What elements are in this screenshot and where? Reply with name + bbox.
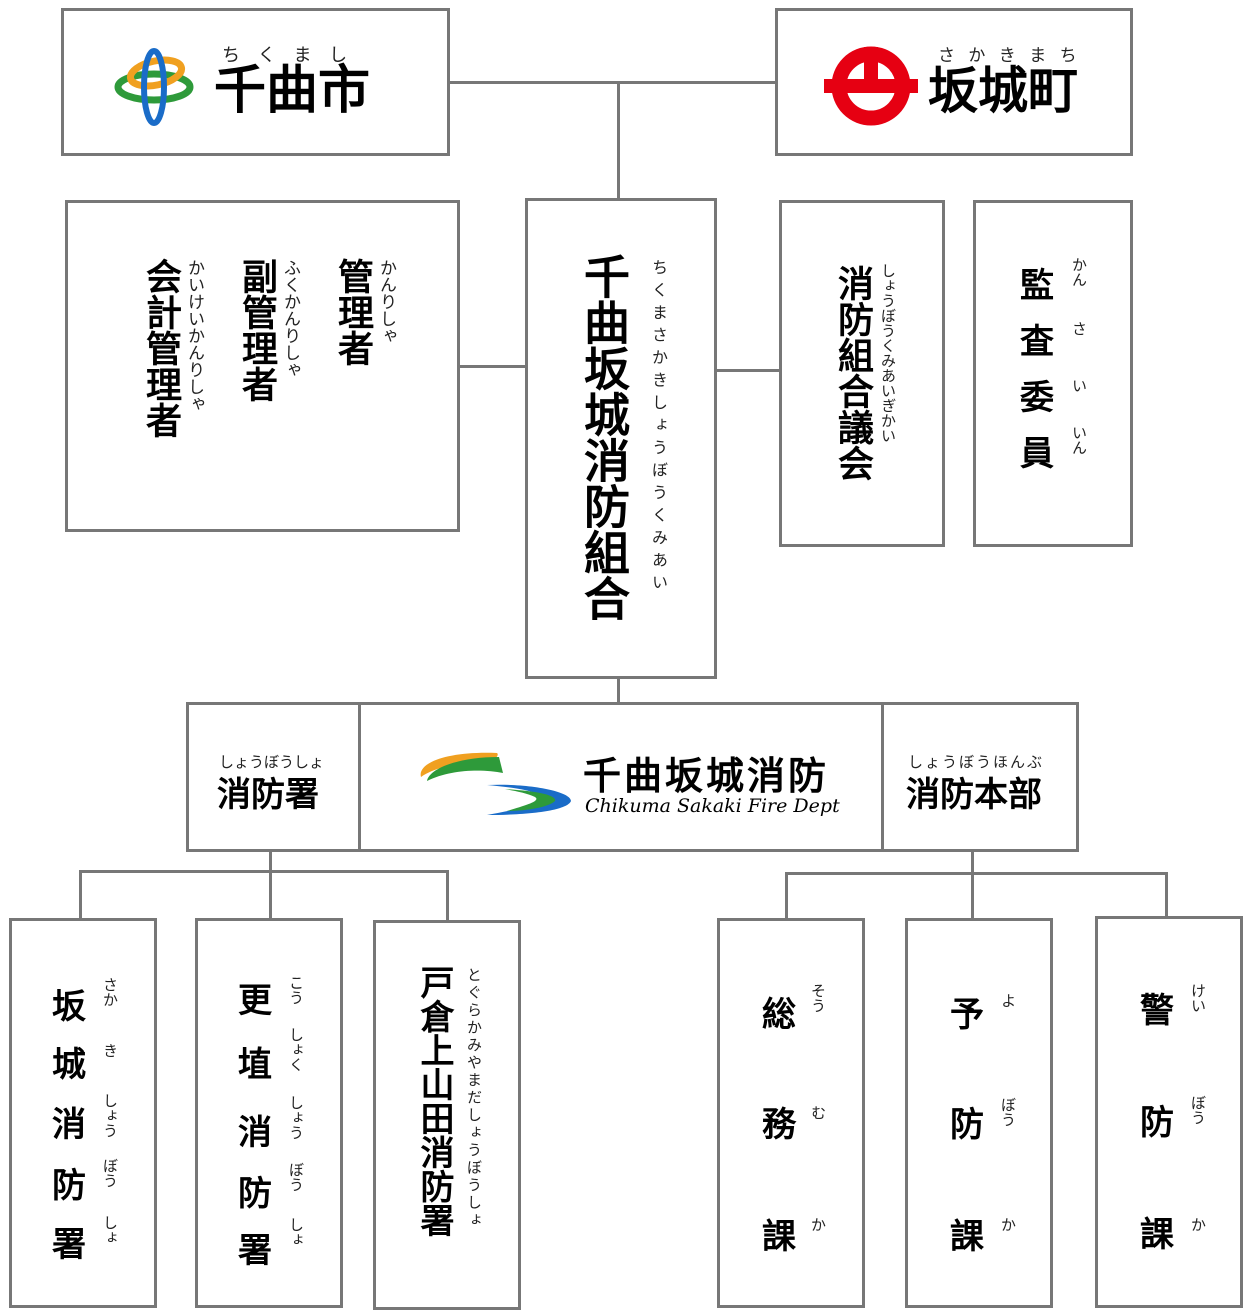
prevention-char: 防 (950, 1105, 984, 1145)
auditor-char: 監 (1020, 266, 1054, 306)
chikuma-city-name: 千曲市 (214, 61, 371, 121)
fire-hq-reading: しょうぼうほんぶ (908, 753, 1045, 771)
accounting-manager-reading: かいけいかんりしゃ (184, 259, 204, 412)
sakaki-station-char: 坂 (52, 987, 86, 1027)
general-affairs-box: 総 務 課 そう む か (717, 918, 865, 1308)
managers-box: 管理者 かんりしゃ 副管理者 ふくかんりしゃ 会計管理者 かいけいかんりしゃ (65, 200, 460, 532)
koshoku-station-reading: しょ (287, 1217, 305, 1247)
koshoku-station-reading: こう (287, 975, 305, 1005)
auditor-char: 員 (1020, 434, 1054, 474)
auditor-reading: さ (1070, 321, 1088, 336)
sakaki-town-name: 坂城町 (928, 62, 1078, 120)
connector-station-1 (79, 870, 82, 920)
union-name: 千曲坂城消防組合 (577, 253, 631, 621)
general-affairs-reading: む (809, 1105, 827, 1120)
koshoku-station-reading: ぼう (287, 1162, 305, 1192)
sakaki-station-reading: ぼう (101, 1158, 119, 1188)
fire-defense-reading: か (1189, 1217, 1207, 1232)
general-affairs-reading: か (809, 1217, 827, 1232)
union-box: 千曲坂城消防組合 ちくまさかきしょうぼうくみあい (525, 198, 717, 679)
assembly-box: 消防組合議会 しょうぼうくみあいぎかい (779, 200, 945, 547)
togura-station-name: 戸倉上山田消防署 (414, 965, 454, 1237)
prevention-reading: よ (999, 993, 1017, 1008)
koshoku-station-char: 消 (238, 1113, 272, 1153)
sakaki-station-char: 城 (52, 1045, 86, 1085)
fire-dept-swoosh-icon (420, 752, 571, 815)
sakaki-station-reading: き (101, 1043, 119, 1058)
auditor-reading: かん (1070, 257, 1088, 287)
fire-hq-label: 消防本部 (906, 775, 1042, 815)
sakaki-town-reading: さ か き ま ち (938, 46, 1081, 66)
fire-defense-reading: けい (1189, 983, 1207, 1013)
prevention-char: 予 (950, 995, 984, 1035)
connector-section-3 (1165, 872, 1168, 917)
sakaki-station-reading: しょ (101, 1215, 119, 1245)
union-reading: ちくまさかきしょうぼうくみあい (649, 259, 668, 597)
connector-assembly (715, 369, 780, 372)
auditor-reading: いん (1070, 425, 1088, 455)
auditor-char: 委 (1020, 378, 1054, 418)
chikuma-city-logo-icon (114, 48, 194, 126)
sakaki-station-box: 坂 城 消 防 署 さか き しょう ぼう しょ (9, 918, 157, 1308)
sakaki-station-char: 署 (52, 1225, 86, 1265)
togura-station-box: 戸倉上山田消防署 とぐらかみやまだしょうぼうしょ (373, 920, 521, 1310)
fire-stations-box: しょうぼうしょ 消防署 (186, 702, 361, 852)
koshoku-station-char: 署 (238, 1231, 272, 1271)
fire-defense-char: 防 (1140, 1103, 1174, 1143)
connector-section-1 (785, 872, 788, 920)
accounting-manager-name: 会計管理者 (140, 258, 181, 438)
koshoku-station-char: 更 (238, 981, 272, 1021)
sakaki-station-char: 防 (52, 1166, 86, 1206)
togura-station-reading: とぐらかみやまだしょうぼうしょ (465, 967, 483, 1230)
deputy-manager-reading: ふくかんりしゃ (280, 259, 300, 378)
manager-reading: かんりしゃ (376, 259, 396, 344)
auditor-char: 査 (1020, 322, 1054, 362)
auditor-reading: い (1070, 378, 1088, 393)
assembly-reading: しょうぼうくみあいぎかい (879, 263, 897, 443)
general-affairs-char: 総 (762, 995, 796, 1035)
fire-stations-label: 消防署 (217, 775, 319, 815)
fire-dept-logo-box: 千曲坂城消防 Chikuma Sakaki Fire Dept (358, 702, 884, 852)
fire-defense-box: 警 防 課 けい ぼう か (1095, 916, 1243, 1308)
chikuma-city-box: ち く ま し 千曲市 (61, 8, 450, 156)
prevention-reading: か (999, 1217, 1017, 1232)
fire-defense-reading: ぼう (1189, 1095, 1207, 1125)
prevention-box: 予 防 課 よ ぼう か (905, 918, 1053, 1308)
connector-union-to-dept (617, 677, 620, 704)
auditor-box: 監 査 委 員 かん さ い いん (973, 200, 1133, 547)
sakaki-station-reading: しょう (101, 1093, 119, 1138)
koshoku-station-char: 埴 (238, 1045, 272, 1085)
deputy-manager-name: 副管理者 (236, 258, 277, 402)
sakaki-station-char: 消 (52, 1105, 86, 1145)
koshoku-station-reading: しょく (287, 1027, 305, 1072)
connector-managers (459, 365, 527, 368)
fire-stations-reading: しょうぼうしょ (219, 753, 325, 771)
general-affairs-char: 課 (762, 1217, 796, 1257)
general-affairs-char: 務 (762, 1105, 796, 1145)
chikuma-city-reading: ち く ま し (222, 45, 354, 66)
sakaki-town-emblem-icon (824, 46, 918, 126)
general-affairs-reading: そう (809, 983, 827, 1013)
koshoku-station-box: 更 埴 消 防 署 こう しょく しょう ぼう しょ (195, 918, 343, 1308)
koshoku-station-char: 防 (238, 1174, 272, 1214)
prevention-char: 課 (950, 1217, 984, 1257)
connector-stations-bar (79, 870, 449, 873)
connector-cities-to-union (617, 83, 620, 201)
sakaki-town-box: さ か き ま ち 坂城町 (775, 8, 1133, 156)
prevention-reading: ぼう (999, 1097, 1017, 1127)
connector-hq-trunk (971, 851, 974, 919)
assembly-name: 消防組合議会 (832, 265, 873, 481)
connector-station-3 (446, 870, 449, 923)
fire-hq-box: しょうぼうほんぶ 消防本部 (881, 702, 1079, 852)
koshoku-station-reading: しょう (287, 1095, 305, 1140)
fire-defense-char: 課 (1140, 1215, 1174, 1255)
fire-defense-char: 警 (1140, 991, 1174, 1031)
sakaki-station-reading: さか (101, 977, 119, 1007)
fire-dept-logo-jp: 千曲坂城消防 (583, 754, 830, 798)
manager-name: 管理者 (332, 258, 373, 366)
connector-cities (449, 81, 777, 84)
connector-sections-bar (785, 872, 1168, 875)
connector-stations-trunk (269, 851, 272, 921)
fire-dept-logo-en: Chikuma Sakaki Fire Dept (585, 795, 840, 817)
